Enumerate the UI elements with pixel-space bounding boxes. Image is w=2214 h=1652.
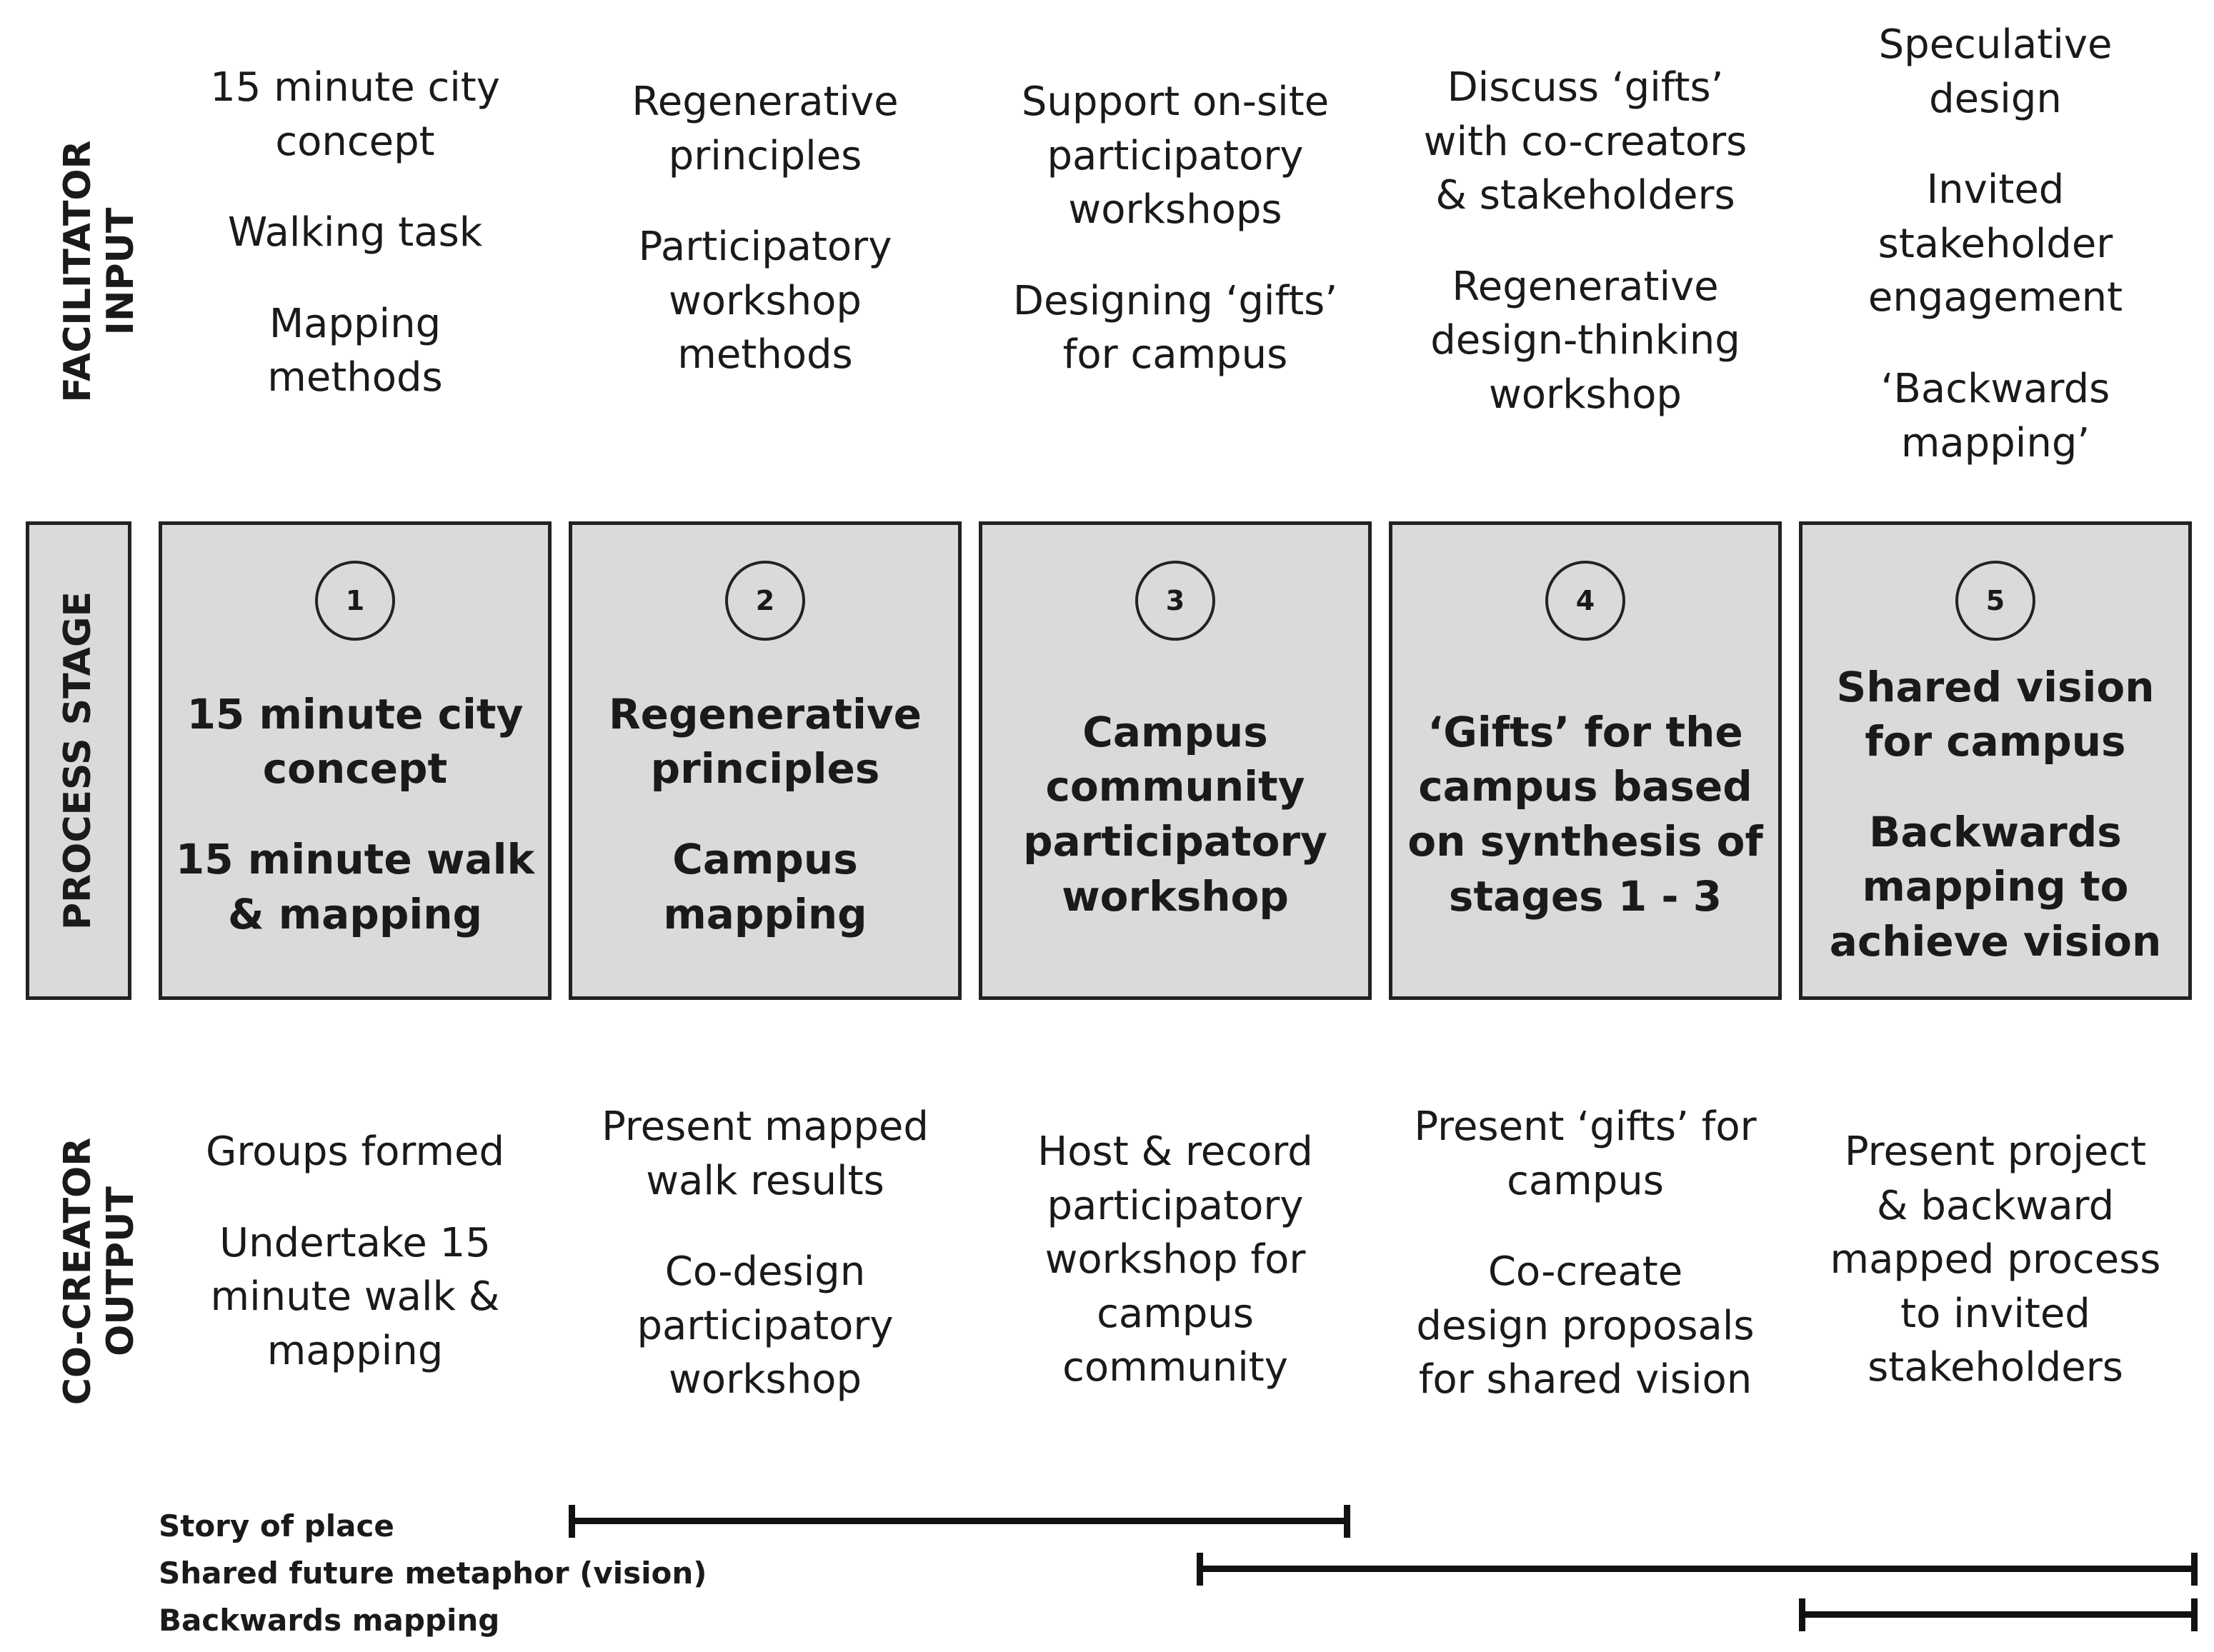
stage-text: ‘Gifts’ for the campus based on synthesi… (1407, 707, 1763, 921)
co-creator-output-item: Undertake 15 minute walk & mapping (210, 1219, 500, 1374)
co-creator-output-column-3: Host & record participatory workshop for… (982, 1125, 1368, 1395)
stage-text: Campus mapping (663, 835, 867, 938)
stage-box-4: 4 ‘Gifts’ for the campus based on synthes… (1389, 521, 1782, 1000)
facilitator-input-item: Speculative design (1878, 21, 2113, 122)
facilitator-input-item: Invited stakeholder engagement (1868, 166, 2123, 321)
stage-content: Campus community participatory workshop (982, 646, 1368, 982)
timeline-bar-end (1197, 1553, 1203, 1586)
facilitator-input-item: Mapping methods (267, 300, 443, 401)
timeline-bar-end (2191, 1553, 2198, 1586)
stage-content: 15 minute city concept 15 minute walk & m… (162, 646, 548, 982)
co-creator-output-item: Groups formed (205, 1128, 505, 1175)
facilitator-input-column-4: Discuss ‘gifts’ with co-creators & stake… (1392, 61, 1778, 422)
row-label-process-stage: PROCESS STAGE (56, 591, 100, 931)
stage-text: Shared vision for campus (1836, 662, 2155, 766)
stage-number-circle: 1 (315, 561, 395, 641)
co-creator-output-item: Host & record participatory workshop for… (1037, 1128, 1313, 1391)
stage-text: 15 minute city concept (186, 689, 524, 794)
stage-text: Campus community participatory workshop (1023, 707, 1327, 921)
stage-number-circle: 2 (725, 561, 805, 641)
timeline-bar (569, 1518, 1350, 1524)
facilitator-input-item: Walking task (227, 209, 483, 256)
facilitator-input-item: Participatory workshop methods (638, 224, 892, 379)
timeline-bar-end (1799, 1598, 1805, 1631)
timeline-bar (1197, 1566, 2198, 1572)
facilitator-input-item: Support on-site participatory workshops (1021, 79, 1330, 234)
co-creator-output-item: Co-create design proposals for shared vi… (1416, 1248, 1755, 1403)
process-stage-label-box: PROCESS STAGE (26, 521, 131, 1000)
facilitator-input-item: Regenerative principles (632, 79, 899, 179)
co-creator-output-column-5: Present project & backward mapped proces… (1802, 1125, 2188, 1395)
facilitator-input-item: Designing ‘gifts’ for campus (1012, 277, 1338, 379)
stage-number-circle: 5 (1955, 561, 2035, 641)
timeline-bar-end (2191, 1598, 2198, 1631)
co-creator-output-item: Co-design participatory workshop (637, 1248, 894, 1403)
facilitator-input-item: Discuss ‘gifts’ with co-creators & stake… (1423, 64, 1747, 219)
stage-text: Regenerative principles (609, 689, 922, 794)
stage-number-circle: 4 (1545, 561, 1625, 641)
stage-text: 15 minute walk & mapping (175, 835, 535, 938)
timeline-label: Backwards mapping (159, 1603, 500, 1638)
stage-text: Backwards mapping to achieve vision (1829, 807, 2162, 966)
timeline-bar (1799, 1611, 2198, 1618)
timeline-bar-end (1344, 1505, 1350, 1538)
row-label-facilitator-input: FACILITATOR INPUT (56, 140, 142, 403)
stage-number-circle: 3 (1135, 561, 1215, 641)
facilitator-input-item: ‘Backwards mapping’ (1880, 365, 2110, 466)
timeline-bar-end (569, 1505, 575, 1538)
co-creator-output-item: Present mapped walk results (602, 1103, 929, 1204)
stage-box-1: 1 15 minute city concept 15 minute walk & … (159, 521, 552, 1000)
facilitator-input-item: 15 minute city concept (210, 64, 500, 165)
co-creator-output-item: Present ‘gifts’ for campus (1414, 1103, 1757, 1204)
row-label-co-creator-output: CO-CREATOR OUTPUT (56, 1137, 142, 1406)
co-creator-output-item: Present project & backward mapped proces… (1830, 1128, 2161, 1391)
timeline-label: Story of place (159, 1508, 394, 1543)
timeline-label: Shared future metaphor (vision) (159, 1556, 707, 1591)
stage-content: ‘Gifts’ for the campus based on synthesi… (1392, 646, 1778, 982)
facilitator-input-item: Regenerative design-thinking workshop (1430, 263, 1740, 418)
